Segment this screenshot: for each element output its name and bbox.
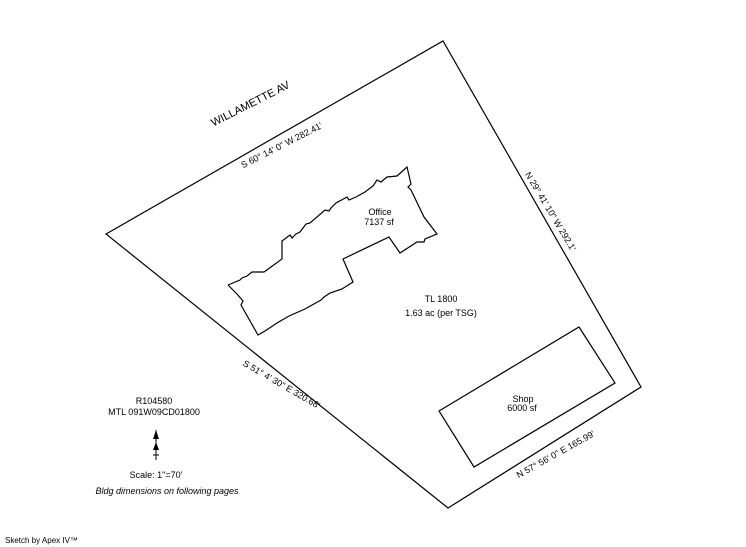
shop-building-outline xyxy=(438,326,616,468)
bearing-south: N 57° 56' 0" E 165.99' xyxy=(515,429,597,480)
bearing-west: S 51° 4' 30" E 320.68' xyxy=(241,358,322,410)
office-area: 7137 sf xyxy=(364,217,394,227)
office-building-outline xyxy=(227,165,438,336)
shop-name: Shop xyxy=(512,394,533,404)
scale-label: Scale: 1"=70' xyxy=(130,470,183,480)
footer-credit: Sketch by Apex IV™ xyxy=(5,536,78,545)
bearing-north: S 60° 14' 0" W 282.41' xyxy=(239,120,324,170)
street-label: WILLAMETTE AV xyxy=(209,79,292,129)
map-lot: MTL 091W09CD01800 xyxy=(108,407,200,417)
north-arrow-icon xyxy=(153,430,159,460)
shop-area: 6000 sf xyxy=(507,403,537,413)
lot-boundary xyxy=(104,40,642,509)
office-name: Office xyxy=(368,207,391,217)
bearing-east: N 29° 41' 10" W 292.1' xyxy=(523,170,578,253)
lot-area: 1.63 ac (per TSG) xyxy=(405,308,477,318)
dimensions-note: Bldg dimensions on following pages xyxy=(95,486,239,496)
account-id: R104580 xyxy=(136,396,173,406)
lot-name: TL 1800 xyxy=(425,294,458,304)
